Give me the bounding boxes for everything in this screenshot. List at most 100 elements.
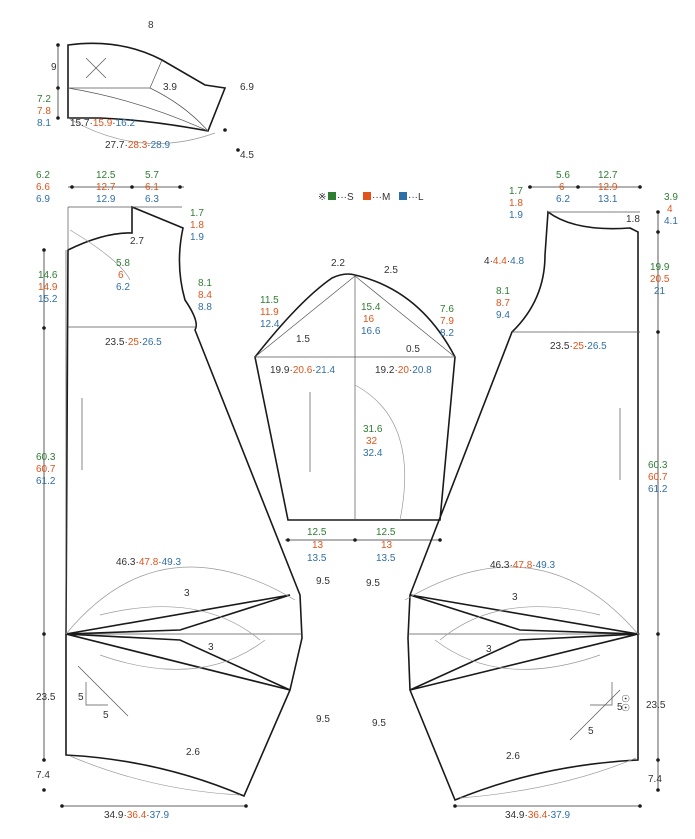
front-dart-top-label: 3 <box>512 592 518 603</box>
collar-fold-line <box>149 59 163 89</box>
front-bias-triangle <box>590 682 613 706</box>
back-dart-arc <box>99 606 261 641</box>
legend-prefix: ※ <box>318 192 326 203</box>
legend-label-s: ···S <box>337 192 354 203</box>
sleeve-length-m: 32 <box>366 436 378 447</box>
size-legend: ※ ···S ···M ···L <box>318 192 424 203</box>
collar-height-label: 9 <box>51 62 57 73</box>
back-armhole-depth-l: 15.2 <box>38 294 58 305</box>
back-hem-depth-label: 7.4 <box>36 770 50 781</box>
sleeve-length-l: 32.4 <box>363 448 383 459</box>
back-neck-depth-m: 6.6 <box>36 182 50 193</box>
front-tri-label: 5 <box>617 702 623 713</box>
back-bias-triangle <box>85 682 108 706</box>
back-dart-w2-label: 9.5 <box>316 714 330 725</box>
sleeve-length-s: 31.6 <box>363 424 383 435</box>
back-neck-w-m: 12.7 <box>96 182 116 193</box>
front-lower-label: 23.5 <box>646 700 666 711</box>
back-armhole-a-s: 5.8 <box>116 258 130 269</box>
front-hem-arc <box>459 757 637 799</box>
sleeve-cuff-l-m: 13 <box>312 540 324 551</box>
sleeve-left-diag <box>254 275 356 358</box>
back-tri-label: 5 <box>78 692 84 703</box>
front-hem-label: 2.6 <box>506 751 520 762</box>
front-armhole-depth-l: 21 <box>654 286 666 297</box>
legend-swatch-s <box>328 192 336 200</box>
sleeve-left-curve-m: 11.9 <box>260 307 279 318</box>
front-shoulder-drop-s: 1.7 <box>509 186 523 197</box>
collar-inner-measure: 15.7·15.9·16.2 <box>70 118 136 129</box>
back-length-m: 60.7 <box>36 464 56 475</box>
back-dart-upper <box>65 594 291 635</box>
sleeve-left-off-label: 1.5 <box>296 334 310 345</box>
back-shoulder-drop-s: 1.7 <box>190 208 204 219</box>
front-dart-upper <box>409 594 639 635</box>
back-side-arc <box>65 566 296 635</box>
sleeve-cap-r-label: 2.5 <box>384 265 398 276</box>
front-bust-measure: 23.5·25·26.5 <box>550 341 607 352</box>
back-hem-label: 2.6 <box>186 747 200 758</box>
sleeve-outline <box>254 273 456 521</box>
back-shoulder-w-s: 5.7 <box>145 170 159 181</box>
back-dart-w1-label: 9.5 <box>316 576 330 587</box>
sleeve-length-arc <box>354 384 406 521</box>
back-neck-curve-label: 2.7 <box>130 236 144 247</box>
front-dart-arc <box>439 606 601 641</box>
sleeve-cap-top-label: 2.2 <box>331 258 345 269</box>
back-armhole-depth-s: 14.6 <box>38 270 58 281</box>
front-armhole-b-m: 8.7 <box>496 298 510 309</box>
back-length-s: 60.3 <box>36 452 56 463</box>
back-neck-w-l: 12.9 <box>96 194 116 205</box>
front-side-arc-measure: 46.3·47.8·49.3 <box>490 560 556 571</box>
front-armhole-b-l: 9.4 <box>496 310 510 321</box>
collar-tip-label: 4.5 <box>240 150 254 161</box>
front-dart-arc-b <box>434 639 601 670</box>
back-neck-arc <box>69 229 131 281</box>
front-dart-bot-label: 3 <box>486 644 492 655</box>
back-dart-arc-b <box>99 639 266 670</box>
back-outline <box>65 205 303 798</box>
sleeve-left-width-measure: 19.9·20.6·21.4 <box>270 365 336 376</box>
front-armhole-depth-s: 19.9 <box>650 262 670 273</box>
sleeve-cuff-r-s: 12.5 <box>376 527 396 538</box>
back-piece: 6.2 6.6 6.9 12.5 12.7 12.9 5.7 6.1 6.3 1… <box>36 170 330 821</box>
front-shoulder-drop-m: 1.8 <box>509 198 523 209</box>
collar-neck-curve <box>67 87 209 132</box>
back-tri2-label: 5 <box>103 710 109 721</box>
legend-swatch-l <box>399 192 407 200</box>
front-armhole-depth-m: 20.5 <box>650 274 670 285</box>
front-neck-w-l: 13.1 <box>598 194 618 205</box>
front-shoulder-w-s: 5.6 <box>556 170 570 181</box>
back-armhole-b-m: 8.4 <box>198 290 212 301</box>
back-lower-label: 23.5 <box>36 692 56 703</box>
collar-left-l: 8.1 <box>37 118 51 129</box>
back-shoulder-w-l: 6.3 <box>145 194 159 205</box>
back-neck-depth-s: 6.2 <box>36 170 50 181</box>
front-dart-w2-label: 9.5 <box>372 718 386 729</box>
back-shoulder-w-m: 6.1 <box>145 182 159 193</box>
sleeve-cuff-l-l: 13.5 <box>307 553 327 564</box>
back-side-arc-measure: 46.3·47.8·49.3 <box>116 557 182 568</box>
back-shoulder-drop-m: 1.8 <box>190 220 204 231</box>
collar-top-label: 8 <box>148 20 154 31</box>
sleeve-cap-h-s: 15.4 <box>361 302 381 313</box>
legend-label-l: ···L <box>408 192 424 203</box>
collar-grain-icon-b <box>85 57 107 79</box>
back-length-l: 61.2 <box>36 476 56 487</box>
collar-measure-arc <box>67 117 216 144</box>
sleeve-piece: 2.2 2.5 11.5 11.9 12.4 1.5 15.4 16 16.6 … <box>254 258 456 564</box>
back-armhole-b-s: 8.1 <box>198 278 212 289</box>
sleeve-cap-h-l: 16.6 <box>361 326 381 337</box>
front-dart-lower <box>409 633 639 691</box>
front-piece: 1.7 1.8 1.9 5.6 6 6.2 12.7 12.9 13.1 3.9… <box>366 170 678 821</box>
front-mark-label: ☉☉ <box>619 694 630 712</box>
back-hem-arc <box>69 755 241 796</box>
sleeve-cuff-r-m: 13 <box>381 540 393 551</box>
back-shoulder-drop-l: 1.9 <box>190 232 204 243</box>
sleeve-left-curve-s: 11.5 <box>260 295 279 306</box>
collar-left-s: 7.2 <box>37 94 51 105</box>
sleeve-cuff-r-l: 13.5 <box>376 553 396 564</box>
sleeve-cap-h-m: 16 <box>363 314 375 325</box>
front-neck-depth-l: 4.1 <box>664 216 678 227</box>
